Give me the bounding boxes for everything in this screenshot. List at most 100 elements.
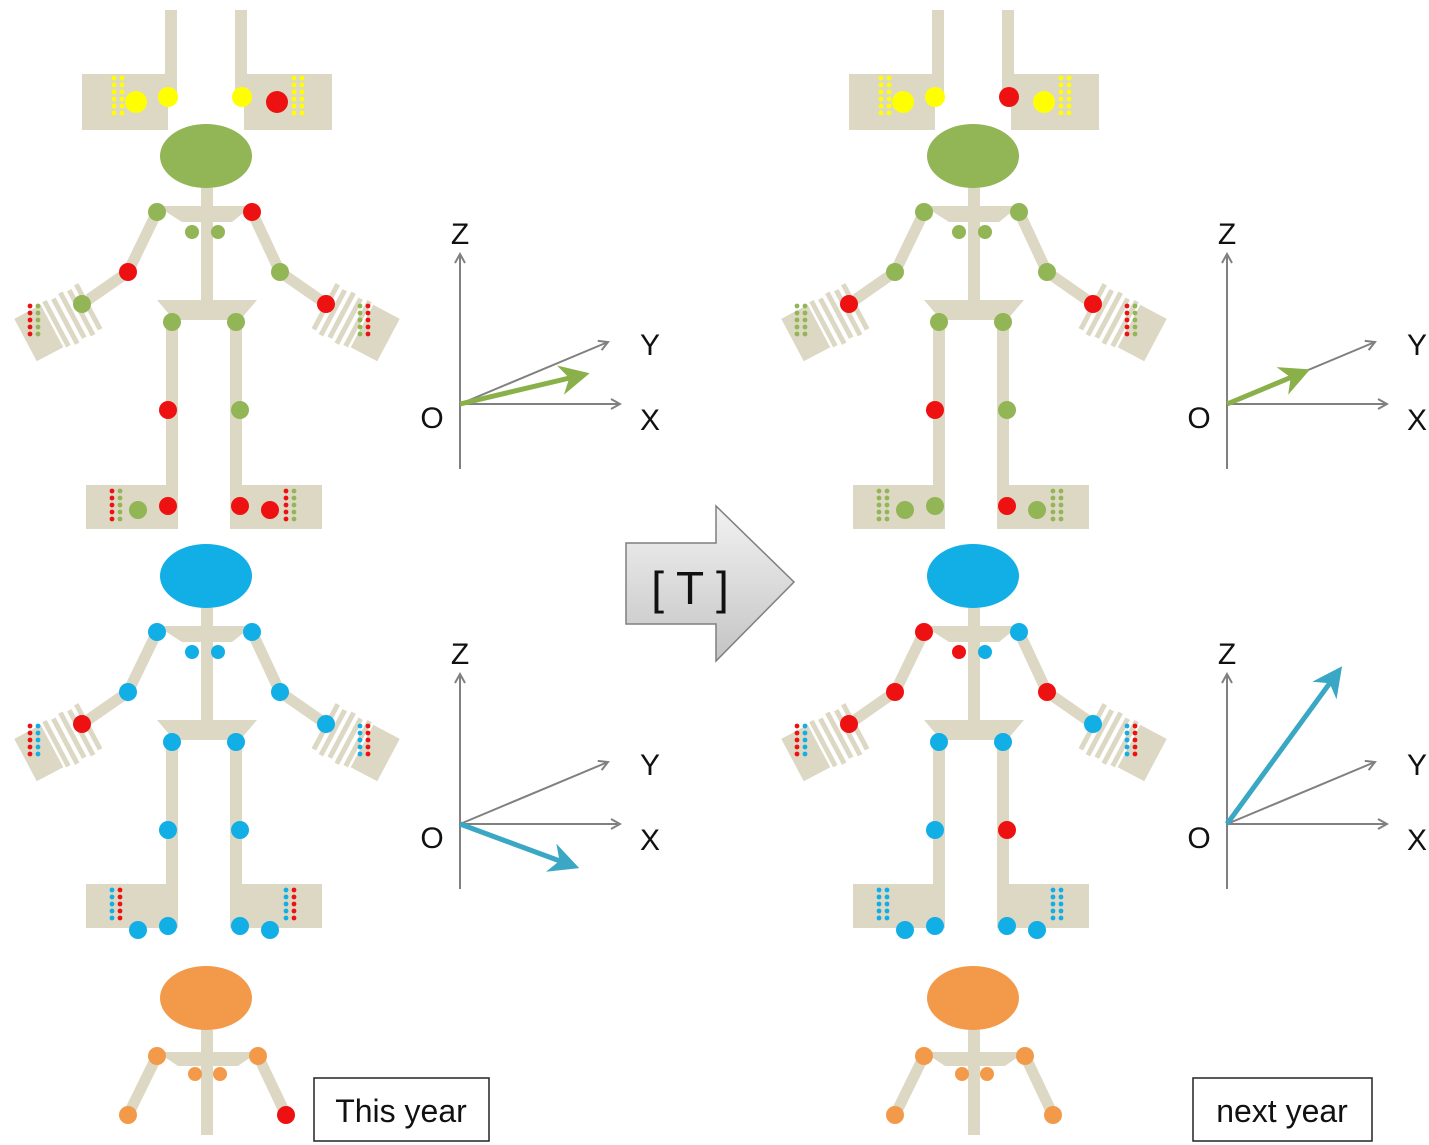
marker-dot	[357, 303, 363, 309]
marker-dot	[878, 103, 884, 109]
marker-dot	[1066, 75, 1072, 81]
marker-dot	[884, 915, 890, 921]
marker-dot	[1066, 89, 1072, 95]
marker-dot	[876, 502, 882, 508]
transform-arrow: [ T ]	[625, 504, 796, 663]
marker-dot	[876, 509, 882, 515]
state-vector	[1224, 666, 1343, 826]
marker-dot	[1058, 894, 1064, 900]
marker-dot	[283, 502, 289, 508]
palm	[350, 304, 400, 362]
marker-dot	[291, 901, 297, 907]
joint	[271, 263, 289, 281]
joint	[926, 497, 944, 515]
joint	[926, 401, 944, 419]
marker-dot	[283, 488, 289, 494]
finger	[326, 710, 358, 761]
marker-dot	[283, 894, 289, 900]
x-label: X	[1407, 404, 1427, 437]
joint	[952, 225, 966, 239]
marker-dot	[365, 317, 371, 323]
marker-dot	[1132, 317, 1138, 323]
marker-dot	[109, 509, 115, 515]
bone	[1014, 209, 1052, 275]
marker-dot	[119, 82, 125, 88]
joint	[211, 645, 225, 659]
bone	[845, 267, 899, 309]
joint	[119, 683, 137, 701]
joint	[119, 1106, 137, 1124]
joint	[998, 401, 1016, 419]
marker-dot	[283, 901, 289, 907]
marker-dot	[802, 737, 808, 743]
shoulder-bar	[924, 626, 1019, 642]
marker-dot	[291, 488, 297, 494]
state-vector	[1226, 367, 1311, 407]
joint	[231, 497, 249, 515]
bone	[890, 209, 929, 275]
marker-dot	[876, 894, 882, 900]
marker-dot	[35, 723, 41, 729]
finger	[333, 716, 365, 767]
bottom-bar	[924, 1052, 1025, 1066]
marker-dot	[109, 894, 115, 900]
bone	[123, 1053, 162, 1118]
joint	[998, 917, 1016, 935]
marker-dot	[802, 324, 808, 330]
finger	[807, 718, 839, 769]
marker-dot	[886, 96, 892, 102]
marker-dot	[35, 324, 41, 330]
marker-dot	[365, 303, 371, 309]
marker-dot	[886, 75, 892, 81]
marker-dot	[884, 901, 890, 907]
joint	[185, 645, 199, 659]
finger	[816, 296, 848, 347]
orange-bottom	[119, 966, 295, 1135]
bone	[890, 1053, 929, 1118]
marker-dot	[1058, 488, 1064, 494]
marker-dot	[876, 915, 882, 921]
marker-dot	[283, 495, 289, 501]
finger	[49, 296, 81, 347]
marker-dot	[1050, 894, 1056, 900]
marker-dot	[1058, 516, 1064, 522]
joint	[129, 921, 147, 939]
marker-dot	[109, 887, 115, 893]
marker-dot	[117, 509, 123, 515]
joint	[980, 1067, 994, 1081]
marker-dot	[291, 75, 297, 81]
marker-dot	[357, 317, 363, 323]
joint	[148, 203, 166, 221]
marker-dot	[794, 737, 800, 743]
marker-dot	[117, 488, 123, 494]
marker-dot	[802, 744, 808, 750]
marker-dot	[283, 887, 289, 893]
marker-dot	[1050, 502, 1056, 508]
bone	[1020, 1053, 1058, 1118]
marker-dot	[291, 495, 297, 501]
marker-dot	[27, 730, 33, 736]
marker-dot	[886, 82, 892, 88]
marker-dot	[119, 75, 125, 81]
z-label: Z	[451, 638, 469, 671]
marker-dot	[1058, 75, 1064, 81]
bone	[276, 687, 330, 729]
marker-dot	[291, 110, 297, 116]
marker-dot	[1066, 82, 1072, 88]
marker-dot	[1058, 96, 1064, 102]
head	[160, 124, 252, 188]
marker-dot	[886, 103, 892, 109]
marker-dot	[1132, 737, 1138, 743]
marker-dot	[35, 331, 41, 337]
marker-dot	[291, 516, 297, 522]
joint	[277, 1106, 295, 1124]
joint	[978, 225, 992, 239]
y-label: Y	[1407, 329, 1427, 362]
joint	[1016, 1047, 1034, 1065]
marker-dot	[283, 509, 289, 515]
palm	[1117, 724, 1167, 782]
marker-dot	[1058, 509, 1064, 515]
